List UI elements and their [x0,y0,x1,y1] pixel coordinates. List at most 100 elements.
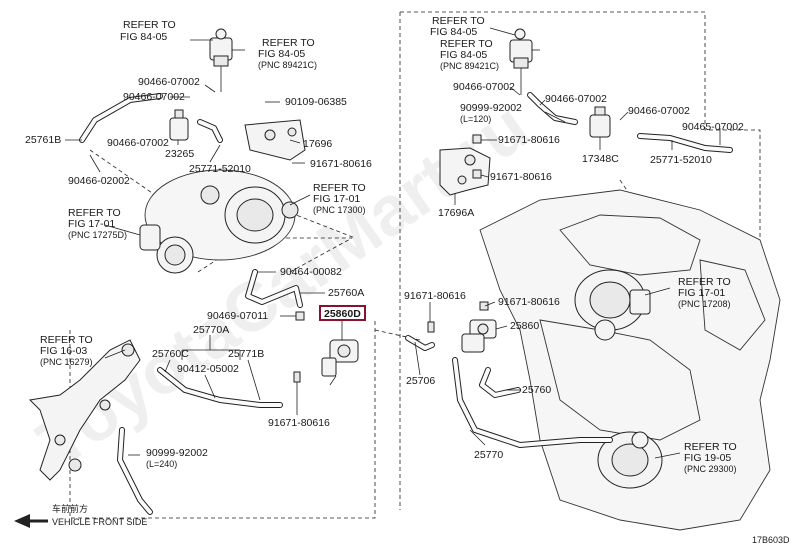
bracket-17696a [439,147,491,196]
part-90465-07002[interactable]: 90465-07002 [682,121,744,133]
bolt-91671-left [293,371,301,383]
part-90464-00082[interactable]: 90464-00082 [280,266,342,278]
bolt-91671-r2 [472,169,482,179]
ref4-line2[interactable]: FIG 17-01 [68,218,115,230]
part-90466-07002-c[interactable]: 90466-07002 [453,81,515,93]
ref2-line3: (PNC 89421C) [258,60,317,70]
ref9-line1[interactable]: REFER TO [684,441,737,453]
part-90466-07002-d[interactable]: 90466-07002 [545,93,607,105]
ref2-line1[interactable]: REFER TO [262,37,315,49]
part-91671-80616-a[interactable]: 91671-80616 [310,158,372,170]
ldr-25770 [469,429,486,446]
ref5-line1[interactable]: REFER TO [40,334,93,346]
part-90412-05002[interactable]: 90412-05002 [177,363,239,375]
part-25771b[interactable]: 25771B [228,348,264,360]
ref1-line1[interactable]: REFER TO [123,19,176,31]
vsv-valve-top-right [509,28,533,95]
part-90466-07002-b[interactable]: 90466-07002 [123,91,185,103]
part-25770[interactable]: 25770 [474,449,503,461]
part-l120: (L=120) [460,114,491,124]
ldr-90412 [204,374,216,399]
ref7-line3: (PNC 89421C) [440,61,499,71]
part-25771-52010-a[interactable]: 25771-52010 [189,163,251,175]
part-90466-07002-b2[interactable]: 90466-07002 [107,137,169,149]
group-line-turbo [89,149,156,196]
part-91671-80616-f[interactable]: 91671-80616 [498,296,560,308]
ref5-line3: (PNC 16279) [40,357,93,367]
part-90466-02002[interactable]: 90466-02002 [68,175,130,187]
filter-17348c [589,106,611,138]
ref3-line1[interactable]: REFER TO [313,182,366,194]
hose-right-small [527,92,578,125]
part-90466-07002-e[interactable]: 90466-07002 [628,105,690,117]
part-91671-80616-c[interactable]: 91671-80616 [498,134,560,146]
part-91671-80616-b[interactable]: 91671-80616 [268,417,330,429]
ref1-line2[interactable]: FIG 84-05 [120,31,167,43]
part-25760c[interactable]: 25760C [152,348,189,360]
part-25860[interactable]: 25860 [510,320,539,332]
part-25771-52010-b[interactable]: 25771-52010 [650,154,712,166]
ldr-25760c [164,359,171,373]
part-l240: (L=240) [146,459,177,469]
part-25860d[interactable]: 25860D [324,308,361,320]
direction-cn: 车前前方 [52,503,88,514]
ref8-line3: (PNC 17208) [678,299,731,309]
hose-25770 [452,357,613,448]
bracket-17696 [244,119,306,161]
hose-25760 [479,367,521,398]
vsv-valve-top-left [209,28,233,92]
vacuum-pump-29300 [597,431,663,489]
ref8-line1[interactable]: REFER TO [678,276,731,288]
ref4-line3: (PNC 17275D) [68,230,127,240]
ref4-line1[interactable]: REFER TO [68,207,121,219]
part-17696[interactable]: 17696 [303,138,332,150]
hose-25761b [79,93,163,143]
part-91671-80616-e[interactable]: 91671-80616 [404,290,466,302]
part-91671-80616-d[interactable]: 91671-80616 [490,171,552,183]
ref9-line3: (PNC 29300) [684,464,737,474]
group-line-1 [244,194,356,239]
ref7-line1[interactable]: REFER TO [440,38,493,50]
ref8-line2[interactable]: FIG 17-01 [678,287,725,299]
front-arrow [14,514,48,528]
ldr-90466e [619,111,629,121]
part-25761b[interactable]: 25761B [25,134,61,146]
ldr-ref6 [489,27,516,36]
ldr-91671d [480,174,489,178]
small-hose-top [197,119,223,143]
filter-23265 [169,109,189,141]
ldr-25706 [414,341,421,376]
ref9-line2[interactable]: FIG 19-05 [684,452,731,464]
part-90469-07011[interactable]: 90469-07011 [207,310,268,322]
part-17348c[interactable]: 17348C [582,153,619,165]
part-90109-06385[interactable]: 90109-06385 [285,96,347,108]
pipe-25706 [405,321,435,351]
ref6-line1[interactable]: REFER TO [432,15,485,27]
vsv-25860d [321,339,359,386]
ref7-line2[interactable]: FIG 84-05 [440,49,487,61]
ref6-line2[interactable]: FIG 84-05 [430,26,477,38]
part-25770a[interactable]: 25770A [193,324,229,336]
part-17696a[interactable]: 17696A [438,207,474,219]
ldr-90466d [539,99,546,106]
part-25760[interactable]: 25760 [522,384,551,396]
bolt-91671-r3 [472,134,482,144]
ref3-line2[interactable]: FIG 17-01 [313,193,360,205]
bolt-91671-r1 [479,301,489,311]
ldr-17696 [289,139,301,144]
part-90999-92002-a[interactable]: 90999-92002 [146,447,208,459]
part-23265[interactable]: 23265 [165,148,194,160]
part-25706[interactable]: 25706 [406,375,435,387]
ldr-90466-02002 [89,154,101,173]
ldr-90999b [544,111,566,123]
part-90466-07002-a[interactable]: 90466-07002 [138,76,200,88]
ldr-a [204,84,216,93]
pipe-90999-92002 [117,427,153,515]
ref2-line2[interactable]: FIG 84-05 [258,48,305,60]
part-90999-92002-b[interactable]: 90999-92002 [460,102,522,114]
hose-25760a [245,269,303,308]
ref5-line2[interactable]: FIG 16-03 [40,345,87,357]
part-25760a[interactable]: 25760A [328,287,364,299]
ldr-ref4 [104,224,141,236]
